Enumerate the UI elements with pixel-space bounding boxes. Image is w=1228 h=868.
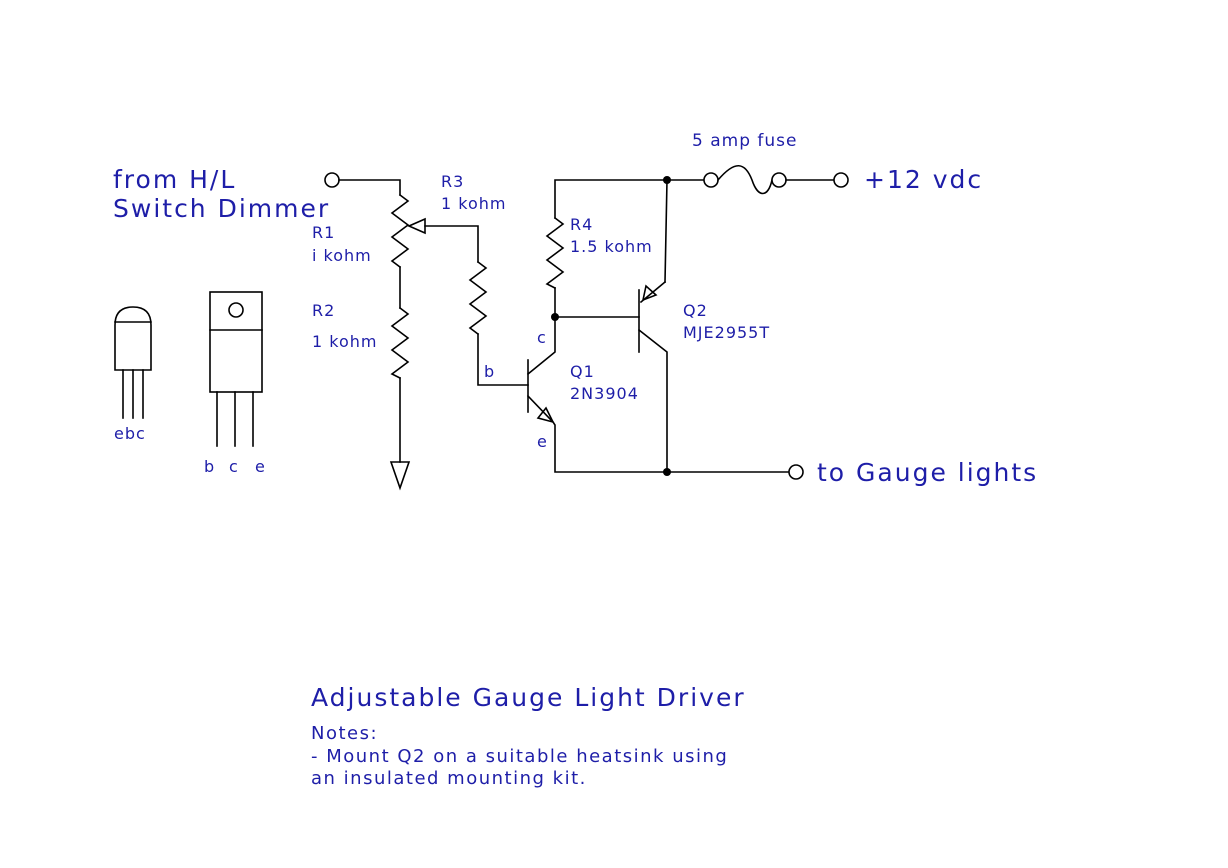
to92-package-icon [114,306,152,371]
r3-ref: R3 [441,172,464,191]
input-wire [338,179,401,196]
fuse-right-terminal [771,172,787,188]
input-label-line1: from H/L [113,165,236,194]
q1-emitter [526,394,553,422]
notes-line-1: - Mount Q2 on a suitable heatsink using [311,746,728,767]
r4-value: 1.5 kohm [570,237,653,256]
output-terminal [788,464,804,480]
input-terminal [324,172,340,188]
r2-resistor [390,306,410,380]
q2-emitter-wire [664,179,668,283]
ground-icon [389,461,411,491]
wiper-arrow-icon [407,217,426,235]
to92-pin-labels: ebc [114,424,146,443]
supply-terminal [833,172,849,188]
fuse-label: 5 amp fuse [692,131,797,151]
q1-collector [526,316,556,376]
q1-emitter-wire [551,420,668,473]
input-label-line2: Switch Dimmer [113,194,330,223]
r4-resistor [545,216,565,290]
to220-pin-c-label: c [229,457,239,476]
q1-ref: Q1 [570,362,595,381]
q1-emitter-arrow-icon [536,406,555,424]
notes-heading: Notes: [311,723,378,744]
r3-resistor [468,260,488,336]
fuse-icon [716,164,773,195]
r2-value: 1 kohm [312,332,377,351]
wiper-wire [424,225,479,263]
r3-value: 1 kohm [441,194,506,213]
to220-mount-hole-icon [228,302,244,318]
r3-base-wire [477,333,529,386]
q2-emitter-arrow-icon [641,284,658,302]
r1-value: i kohm [312,246,372,265]
q1-pin-b-label: b [484,362,495,381]
q2-part: MJE2955T [683,323,770,342]
output-label: to Gauge lights [817,458,1038,487]
fuse-left-terminal [703,172,719,188]
to220-package-icon [209,291,263,393]
r1-ref: R1 [312,223,335,242]
to220-pin-b-label: b [204,457,215,476]
supply-label: +12 vdc [864,165,983,194]
r2-ref: R2 [312,301,335,320]
to220-pin-e-label: e [255,457,266,476]
top-rail-wire [554,179,668,219]
diagram-title: Adjustable Gauge Light Driver [311,683,746,712]
notes-line-2: an insulated mounting kit. [311,768,587,789]
q1-pin-e-label: e [537,432,548,451]
q1-part: 2N3904 [570,384,639,403]
q2-ref: Q2 [683,301,708,320]
r1-resistor [390,193,410,269]
q2-collector [637,328,668,473]
r4-ref: R4 [570,215,593,234]
q1-pin-c-label: c [537,328,547,347]
